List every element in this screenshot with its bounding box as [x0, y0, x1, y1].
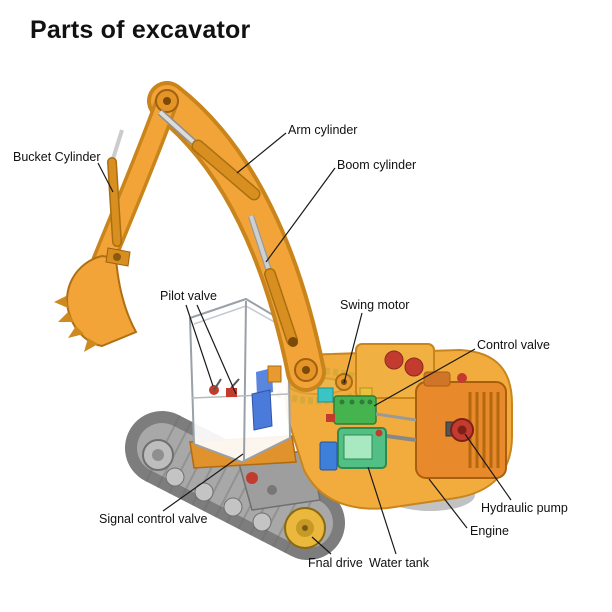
label-control-valve: Control valve — [477, 338, 550, 352]
cab-pillar — [243, 300, 247, 461]
final-drive-hub — [302, 525, 308, 531]
track-assembly — [125, 411, 345, 560]
leader-arm-cylinder — [236, 132, 287, 174]
engine-manifold — [423, 371, 451, 387]
label-pilot-valve: Pilot valve — [160, 289, 217, 303]
blue-component — [319, 441, 338, 471]
frame-joint — [267, 485, 277, 495]
boom-cylinder — [265, 269, 297, 345]
leader-water-tank — [367, 466, 397, 555]
joint-pin — [163, 97, 171, 105]
red-fitting — [326, 414, 335, 422]
label-water-tank: Water tank — [369, 556, 429, 570]
seat — [251, 389, 273, 431]
cab-console — [267, 365, 282, 383]
valve-stud — [367, 399, 373, 405]
tank-cap — [384, 350, 404, 370]
control-valve-block — [333, 395, 377, 425]
bucket-tooth — [68, 326, 84, 338]
track-roller — [223, 497, 243, 517]
bucket-tooth — [58, 312, 74, 322]
linkage-pin — [113, 253, 121, 261]
label-engine: Engine — [470, 524, 509, 538]
label-signal-control-valve: Signal control valve — [99, 512, 208, 526]
track-roller — [165, 467, 185, 487]
pilot-valve-right — [226, 388, 237, 397]
leader-pilot-valve-2 — [196, 304, 237, 395]
hydraulic-pipe — [385, 434, 417, 442]
track-roller — [194, 482, 214, 502]
leader-pilot-valve-1 — [185, 304, 214, 387]
valve-stud — [359, 399, 365, 405]
track-treads — [145, 415, 325, 556]
bucket-cylinder — [108, 158, 121, 246]
pump-hub — [457, 425, 467, 435]
leader-boom-cylinder — [265, 167, 336, 263]
signal-control-valve-part — [246, 472, 258, 484]
label-bucket-cylinder: Bucket Cylinder — [13, 150, 101, 164]
boom-cylinder-rod — [249, 215, 272, 275]
front-attachment — [54, 81, 326, 392]
label-arm-cylinder: Arm cylinder — [288, 123, 358, 137]
pilot-lever — [213, 378, 222, 391]
leader-final-drive — [311, 536, 332, 555]
bucket-cylinder-rod — [110, 129, 124, 163]
arm-cylinder — [193, 141, 259, 199]
joint-pin — [302, 366, 310, 374]
bucket-tooth — [84, 338, 98, 352]
leader-swing-motor — [343, 312, 363, 384]
leader-signal-control-valve — [162, 453, 244, 512]
water-tank-cap — [375, 429, 383, 437]
leader-bucket-cylinder — [97, 162, 114, 193]
track-roller — [252, 512, 272, 532]
cab-window-sill — [191, 393, 290, 399]
label-boom-cylinder: Boom cylinder — [337, 158, 417, 172]
valve-stud — [349, 399, 355, 405]
idler-hub — [152, 449, 164, 461]
label-hydraulic-pump: Hydraulic pump — [481, 501, 568, 515]
water-tank-panel — [343, 434, 373, 460]
hydraulic-tank — [355, 343, 435, 399]
bucket — [65, 254, 138, 348]
bucket-tooth — [54, 296, 68, 308]
boom-cylinder-pin — [288, 337, 298, 347]
leader-control-valve — [373, 348, 476, 407]
valve-stud — [339, 399, 345, 405]
tank-cap — [404, 357, 424, 377]
leader-engine — [428, 478, 468, 529]
boom — [151, 85, 322, 388]
cyan-valve-block — [317, 387, 334, 403]
page-title: Parts of excavator — [30, 16, 251, 44]
body-components — [317, 343, 507, 479]
arm — [94, 92, 176, 271]
leader-lines — [97, 132, 512, 555]
label-final-drive: Fnal drive — [308, 556, 363, 570]
label-swing-motor: Swing motor — [340, 298, 410, 312]
hydraulic-pipe — [375, 412, 417, 422]
engine-detail — [457, 373, 467, 383]
track-frame — [137, 423, 333, 548]
cab — [189, 298, 291, 463]
leader-hydraulic-pump — [464, 433, 512, 501]
